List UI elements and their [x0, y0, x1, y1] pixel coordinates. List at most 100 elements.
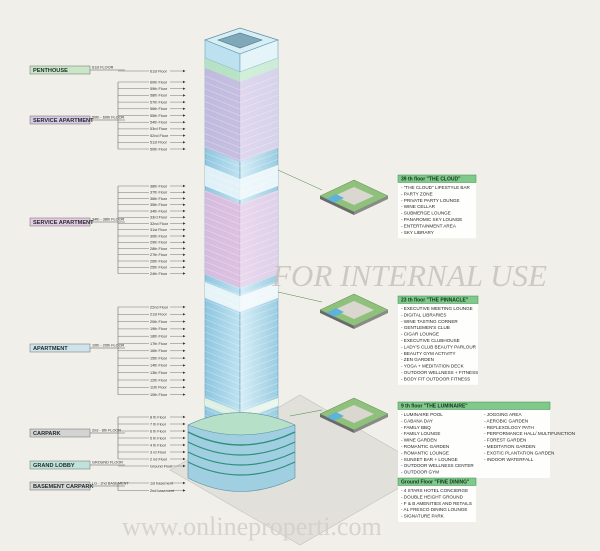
amenity-item: - FOREST GARDEN: [484, 438, 526, 443]
floor-label: 6 th Floor: [150, 429, 167, 433]
level-group: APARTMENT 10th - 20th FLOOR 22nd Floor 21st…: [29, 305, 186, 397]
floor-label: 52nd Floor: [150, 134, 169, 138]
level-range: 10th - 20th FLOOR: [92, 344, 125, 348]
floor-label: 11th Floor: [150, 386, 168, 390]
floor-label: 56th Floor: [150, 107, 168, 111]
amenity-item: - SIGNATURE PARK: [401, 514, 445, 519]
amenity-item: - REFLEXOLOGY PATH: [484, 425, 534, 430]
floor-label: 24th Floor: [150, 272, 168, 276]
floor-label: 38th Floor: [150, 184, 168, 188]
amenity-item: - SKY LIBRARY: [401, 230, 434, 235]
level-label: PENTHOUSE: [33, 68, 68, 74]
amenity-item: - JOGGING AREA: [484, 412, 522, 417]
floor-label: 13th Floor: [150, 371, 168, 375]
amenity-item: - DOUBLE HEIGHT GROUND: [401, 494, 464, 499]
floor-label: 12th Floor: [150, 378, 168, 382]
amenity-item: - F & B AMENITIES AND RETAILS: [401, 501, 472, 506]
level-range: 50th - 60th FLOOR: [92, 116, 125, 120]
amenity-item: - EXECUTIVE CLUBHOUSE: [401, 338, 460, 343]
amenity-item: - YOGA + MEDITATION DECK: [401, 364, 465, 369]
floor-label: 5 th Floor: [150, 436, 167, 440]
amenity-item: - EXOTIC PLANTATION GARDEN: [484, 450, 554, 455]
floor-label: 50th Floor: [150, 147, 168, 151]
amenity-callout: 23 th floor "THE PINNACLE"- EXECUTIVE ME…: [277, 291, 479, 385]
callout-title: Ground Floor "FINE DINING": [401, 479, 470, 485]
amenity-item: - ROMANTIC LOUNGE: [401, 450, 449, 455]
amenity-item: - FAMILY BBQ: [401, 425, 431, 430]
amenity-item: - GENTLEMEN'S CLUB: [401, 325, 450, 330]
floor-label: 18th Floor: [150, 335, 168, 339]
watermark-internal: FOR INTERNAL USE: [271, 258, 547, 293]
amenity-item: - AEROBIC GARDEN: [484, 418, 528, 423]
amenity-item: - CABANA DAY: [401, 418, 433, 423]
level-label: BASEMENT CARPARK: [33, 484, 94, 490]
floor-label: 32nd Floor: [150, 222, 169, 226]
amenity-item: - OUTDOOR WELLNESS CENTER: [401, 463, 474, 468]
amenity-item: - PRIVATE PARTY LOUNGE: [401, 198, 460, 203]
floor-label: 22nd Floor: [150, 305, 169, 309]
amenity-item: - BEAUTY GYM ACTIVITY: [401, 351, 456, 356]
floor-label: 57th Floor: [150, 100, 168, 104]
floor-label: 30th Floor: [150, 234, 168, 238]
level-label: APARTMENT: [33, 346, 68, 352]
amenity-item: - SUNSET BAR + LOUNGE: [401, 457, 458, 462]
floor-label: 8 th Floor: [150, 415, 167, 419]
floor-label: 51st Floor: [150, 141, 168, 145]
level-range: GROUND FLOOR: [92, 461, 123, 465]
floor-label: 54th Floor: [150, 121, 168, 125]
floor-label: 31st Floor: [150, 228, 168, 232]
amenity-item: - ENTERTAINMENT AREA: [401, 223, 457, 228]
floor-label: 2nd basement: [150, 489, 175, 493]
floor-label: 10th Floor: [150, 393, 168, 397]
level-label: SERVICE APARTMENT: [33, 220, 94, 226]
floor-label: 34th Floor: [150, 209, 168, 213]
floor-label: 21st Floor: [150, 313, 168, 317]
floor-label: 37th Floor: [150, 191, 168, 195]
amenity-item: - ROMANTIC GARDEN: [401, 444, 449, 449]
floor-label: 2 nd Floor: [150, 457, 168, 461]
amenity-item: - PARTY ZONE: [401, 191, 433, 196]
floor-label: 20th Floor: [150, 320, 168, 324]
callout-title: 39 th floor "THE CLOUD": [401, 176, 461, 182]
floor-label: 36th Floor: [150, 197, 168, 201]
amenity-item: - BODY FIT OUTDOOR FITNESS: [401, 376, 470, 381]
floor-label: 4 th Floor: [150, 443, 167, 447]
callout-header: [397, 295, 479, 304]
floor-label: 55th Floor: [150, 114, 168, 118]
floor-label: 28th Floor: [150, 247, 168, 251]
floor-label: Ground Floor: [150, 464, 173, 468]
amenity-callout: 39 th floor "THE CLOUD" - "THE CLOUD" LIF…: [277, 169, 477, 239]
callout-header: [397, 401, 551, 410]
amenity-item: - WINE CELLAR: [401, 204, 436, 209]
watermark-site: www.onlineproperti.com: [122, 512, 382, 541]
floor-label: 33rd Floor: [150, 216, 168, 220]
floor-label: 26th Floor: [150, 259, 168, 263]
podium: [187, 412, 296, 492]
callout-title: 23 th floor "THE PINNACLE": [401, 297, 469, 303]
level-range: 61st FLOOR: [92, 66, 114, 70]
level-range: LG - 2nd BASEMENT: [92, 482, 129, 486]
level-range: 34th - 38th FLOOR: [92, 218, 125, 222]
floor-label: 58th Floor: [150, 94, 168, 98]
floor-label: 1st basement: [150, 481, 174, 485]
floor-label: 25th Floor: [150, 266, 168, 270]
amenity-item: - PERFORMANCE HALL/ MULTIFUNCTION: [484, 431, 575, 436]
floor-label: 17th Floor: [150, 342, 168, 346]
amenity-item: - MEDITATION GARDEN: [484, 444, 535, 449]
level-label: SERVICE APARTMENT: [33, 118, 94, 124]
floor-label: 59th Floor: [150, 87, 168, 91]
floor-label: 7 th Floor: [150, 422, 167, 426]
amenity-item: - "THE CLOUD" LIFESTYLE BAR: [401, 185, 471, 190]
amenity-item: - AL FRESCO DINING LOUNGE: [401, 507, 467, 512]
floor-label: 35th Floor: [150, 203, 168, 207]
callout-header: [397, 477, 477, 486]
floor-label: 61st Floor: [150, 69, 168, 73]
amenity-item: - OUTDOOR WELLNESS + FITNESS: [401, 370, 478, 375]
amenity-item: - LUMINAIRE POOL: [401, 412, 443, 417]
